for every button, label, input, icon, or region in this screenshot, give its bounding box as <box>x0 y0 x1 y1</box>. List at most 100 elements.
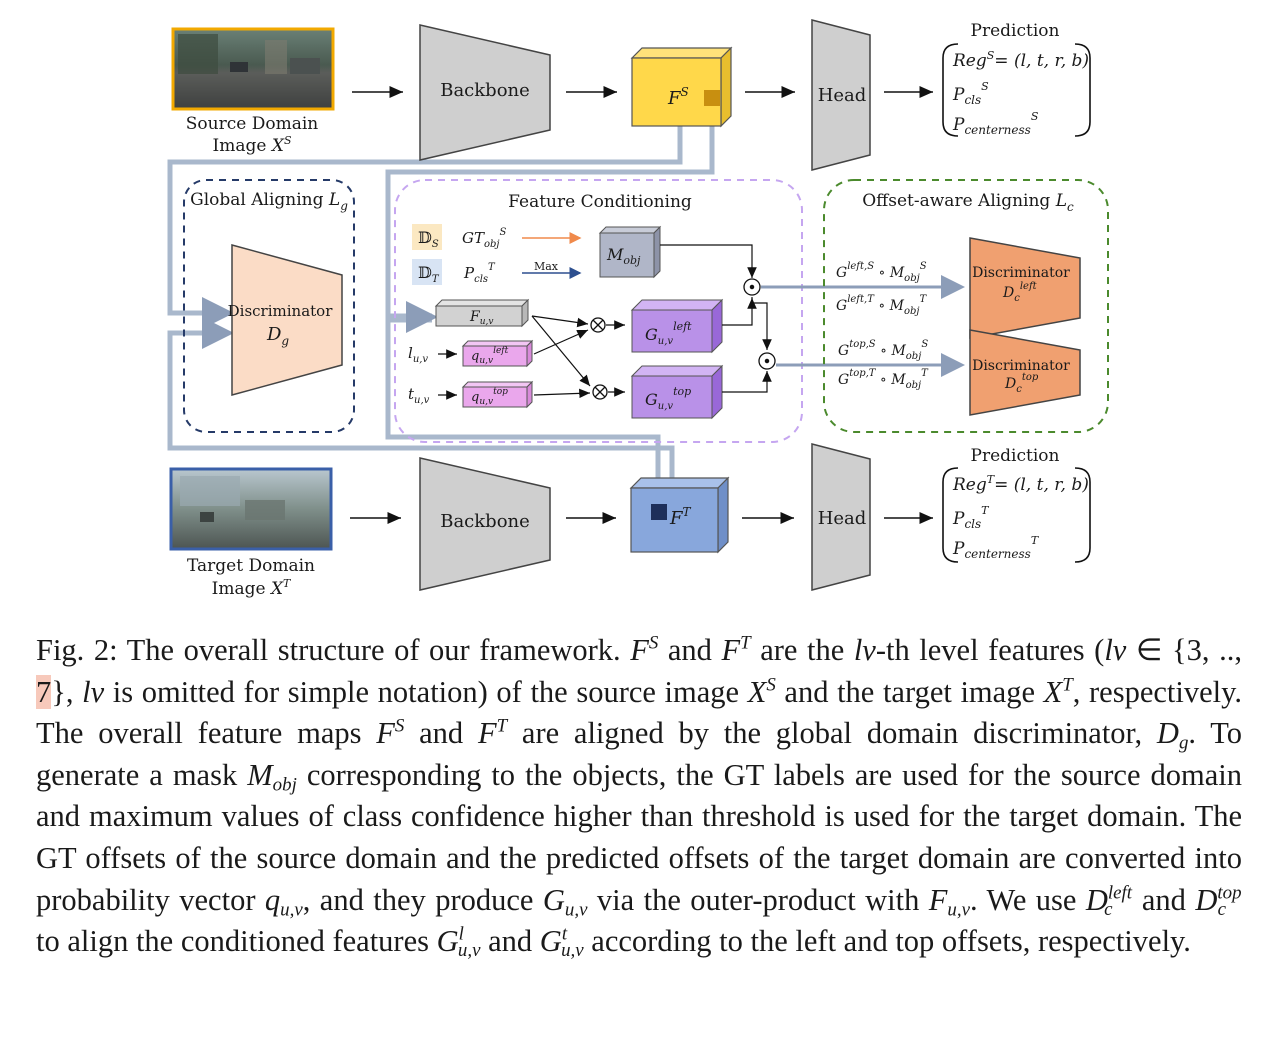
math-F: F <box>630 633 649 667</box>
math-M: M <box>247 757 273 792</box>
math-sup: left <box>1107 881 1133 903</box>
math-sub: u,v <box>564 898 588 920</box>
math-lv: lv <box>1104 633 1127 667</box>
caption-text: , respectively. The overall feature maps <box>36 674 1243 751</box>
g-top-block <box>630 364 724 420</box>
math-G: G <box>436 924 459 959</box>
math-sup: T <box>496 715 508 737</box>
caption-text: , and they produce <box>302 882 543 917</box>
pred-target-reg: RegT= (l, t, r, b) <box>952 473 1089 495</box>
pred-source-cen: PcenternessS <box>952 110 1039 137</box>
ds-badge <box>412 224 442 250</box>
math-sup: T <box>1062 673 1073 695</box>
label-left-s: Gleft,S ∘ MobjS <box>836 261 927 284</box>
math-sup: t <box>561 923 568 945</box>
outer-product-icon <box>590 317 608 400</box>
caption-text: to align the conditioned features <box>36 924 437 959</box>
caption-text: and <box>404 716 478 751</box>
caption-text: }, <box>51 674 83 709</box>
math-sub: c <box>1217 898 1226 920</box>
disc-left-label: Discriminator <box>972 265 1070 281</box>
feature-conditioning-box <box>394 179 803 443</box>
global-discriminator <box>231 244 343 396</box>
global-aligning-box <box>183 179 355 433</box>
math-G: G <box>539 924 562 959</box>
source-caption-line2: Image XS <box>213 134 292 156</box>
backbone-target <box>419 457 551 591</box>
label-left-t: Gleft,T ∘ MobjT <box>836 294 928 317</box>
caption-text: is omitted for simple notation) of the s… <box>104 674 748 709</box>
q-left-label: qu,vleft <box>471 346 509 366</box>
global-disc-label: Discriminator <box>228 302 334 320</box>
target-image <box>169 467 333 551</box>
source-caption-line1: Source Domain <box>186 114 318 134</box>
backbone-target-label: Backbone <box>440 511 530 532</box>
feature-target <box>629 476 730 554</box>
backbone-source <box>419 24 551 161</box>
feature-target-label: FT <box>669 505 692 529</box>
pred-source-reg: RegS= (l, t, r, b) <box>952 49 1089 71</box>
highlighted-seven: 7 <box>36 674 52 709</box>
dt-badge <box>412 259 442 285</box>
math-F: F <box>376 716 395 751</box>
math-G: G <box>542 882 565 917</box>
math-D: D <box>1156 716 1179 751</box>
g-top-label: Gu,vtop <box>645 385 691 412</box>
feature-source <box>630 46 733 128</box>
caption-text: according to the left and top offsets, r… <box>583 924 1191 959</box>
source-image <box>171 27 335 111</box>
f-uv-label: Fu,v <box>469 309 493 327</box>
math-sup: S <box>394 715 405 737</box>
label-top-s: Gtop,S ∘ MobjS <box>838 339 928 362</box>
math-X: X <box>1043 674 1063 709</box>
head-source-label: Head <box>818 85 867 106</box>
global-aligning-title: Global Aligning Lg <box>190 190 348 213</box>
g-left-label: Gu,vleft <box>645 320 692 347</box>
math-sub: g <box>1178 732 1189 754</box>
math-F: F <box>928 882 948 917</box>
backbone-source-label: Backbone <box>440 80 530 101</box>
gt-obj-label: GTobjS <box>462 227 507 250</box>
figure-caption: Fig. 2: The overall structure of our fra… <box>36 630 1242 963</box>
caption-text: are the <box>750 633 854 667</box>
feature-source-label: FS <box>667 85 689 109</box>
math-sub: u,v <box>457 940 481 962</box>
offset-aligning-title: Offset-aware Aligning Lc <box>862 191 1074 214</box>
caption-text: . To generate a mask <box>36 716 1242 792</box>
offset-aligning-box <box>823 179 1109 433</box>
l-uv-label: lu,v <box>408 344 428 365</box>
max-label: Max <box>534 260 559 273</box>
math-lv: lv <box>82 674 105 709</box>
math-sub: c <box>1104 898 1113 920</box>
disc-top-var: Dctop <box>1004 372 1039 395</box>
math-X: X <box>747 674 767 709</box>
math-sup: T <box>740 632 751 654</box>
pred-source-cls: PclsS <box>952 80 989 107</box>
math-F: F <box>477 716 497 751</box>
caption-text: -th level features ( <box>875 633 1105 667</box>
caption-text: ∈ {3, .., <box>1126 633 1242 667</box>
math-lv: lv <box>853 633 876 667</box>
feature-conditioning-title: Feature Conditioning <box>508 192 692 212</box>
t-uv-label: tu,v <box>408 385 430 406</box>
caption-text: corresponding to the objects, the GT lab… <box>36 757 1242 917</box>
caption-text: . We use <box>969 882 1086 917</box>
prediction-source-title: Prediction <box>971 21 1060 41</box>
head-target <box>811 443 871 591</box>
fig-label: Fig. 2: <box>36 633 118 667</box>
m-obj-label: Mobj <box>606 245 641 267</box>
global-disc-var: Dg <box>266 324 289 348</box>
caption-text: and <box>480 924 540 959</box>
disc-top-label: Discriminator <box>972 358 1070 374</box>
q-left-block <box>461 339 534 368</box>
svg-text:𝔻T: 𝔻T <box>418 263 440 285</box>
p-cls-label: PclsT <box>463 262 496 285</box>
math-sup: S <box>766 673 776 695</box>
q-top-block <box>461 380 534 409</box>
math-sup: S <box>648 632 659 654</box>
math-sup: top <box>1217 881 1242 903</box>
caption-text: and the target image <box>775 674 1044 709</box>
math-sub: u,v <box>947 898 970 920</box>
m-obj-block <box>598 225 662 279</box>
math-D: D <box>1195 882 1218 917</box>
